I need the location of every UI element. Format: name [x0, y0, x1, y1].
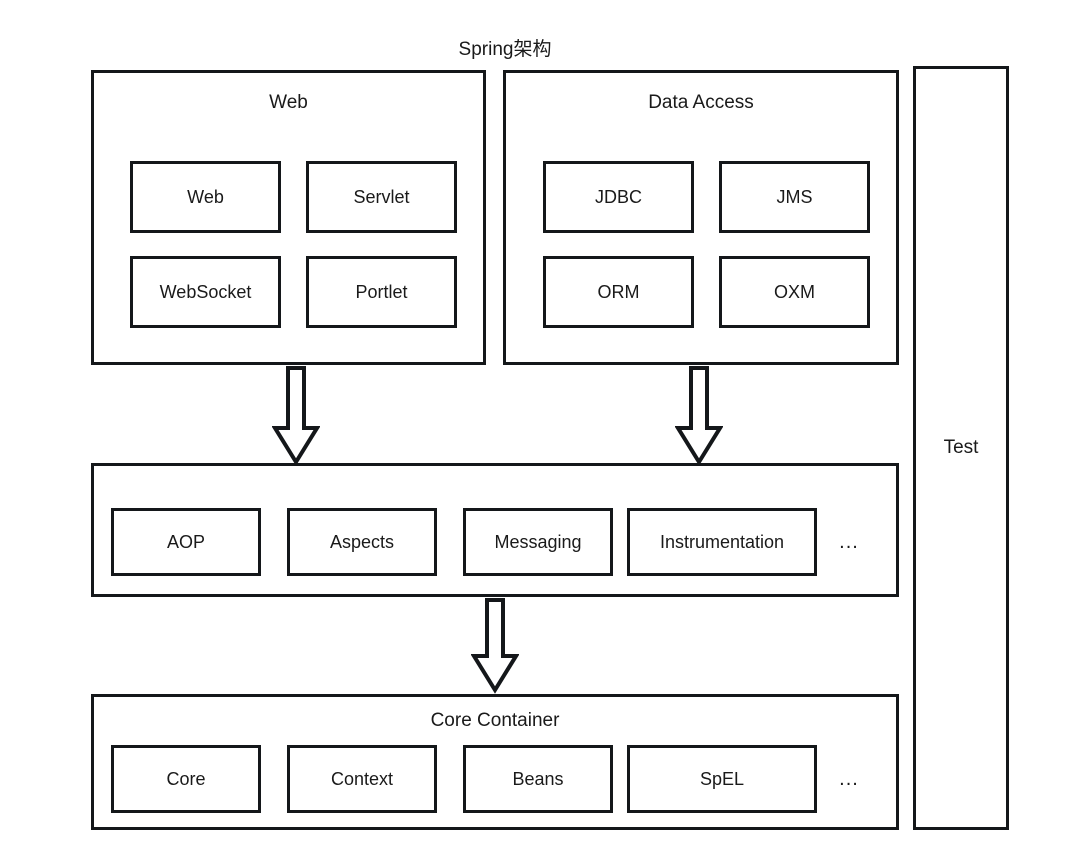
module-context[interactable]: Context: [287, 745, 437, 813]
core-container-layer-panel: Core Container Core Context Beans SpEL .…: [91, 694, 899, 830]
module-core[interactable]: Core: [111, 745, 261, 813]
core-container-layer-title: Core Container: [430, 710, 560, 731]
module-servlet[interactable]: Servlet: [306, 161, 457, 233]
module-orm[interactable]: ORM: [543, 256, 694, 328]
web-layer-panel: Web Web Servlet WebSocket Portlet: [91, 70, 486, 365]
data-access-layer-title: Data Access: [648, 92, 754, 113]
module-aop[interactable]: AOP: [111, 508, 261, 576]
web-layer-title: Web: [269, 92, 308, 113]
module-instrumentation[interactable]: Instrumentation: [627, 508, 817, 576]
module-jms[interactable]: JMS: [719, 161, 870, 233]
data-access-layer-panel: Data Access JDBC JMS ORM OXM: [503, 70, 899, 365]
arrow-aop-to-core-container: [471, 598, 519, 694]
module-portlet[interactable]: Portlet: [306, 256, 457, 328]
test-layer-title: Test: [943, 437, 979, 458]
module-messaging[interactable]: Messaging: [463, 508, 613, 576]
core-container-more-indicator: ...: [839, 768, 859, 790]
module-web[interactable]: Web: [130, 161, 281, 233]
module-spel[interactable]: SpEL: [627, 745, 817, 813]
test-layer-panel: Test: [913, 66, 1009, 830]
module-beans[interactable]: Beans: [463, 745, 613, 813]
module-websocket[interactable]: WebSocket: [130, 256, 281, 328]
arrow-web-to-aop: [272, 366, 320, 466]
module-jdbc[interactable]: JDBC: [543, 161, 694, 233]
aop-layer-more-indicator: ...: [839, 531, 859, 553]
arrow-data-access-to-aop: [675, 366, 723, 466]
module-aspects[interactable]: Aspects: [287, 508, 437, 576]
module-oxm[interactable]: OXM: [719, 256, 870, 328]
aop-layer-panel: AOP Aspects Messaging Instrumentation ..…: [91, 463, 899, 597]
diagram-title: Spring架构: [458, 39, 552, 60]
